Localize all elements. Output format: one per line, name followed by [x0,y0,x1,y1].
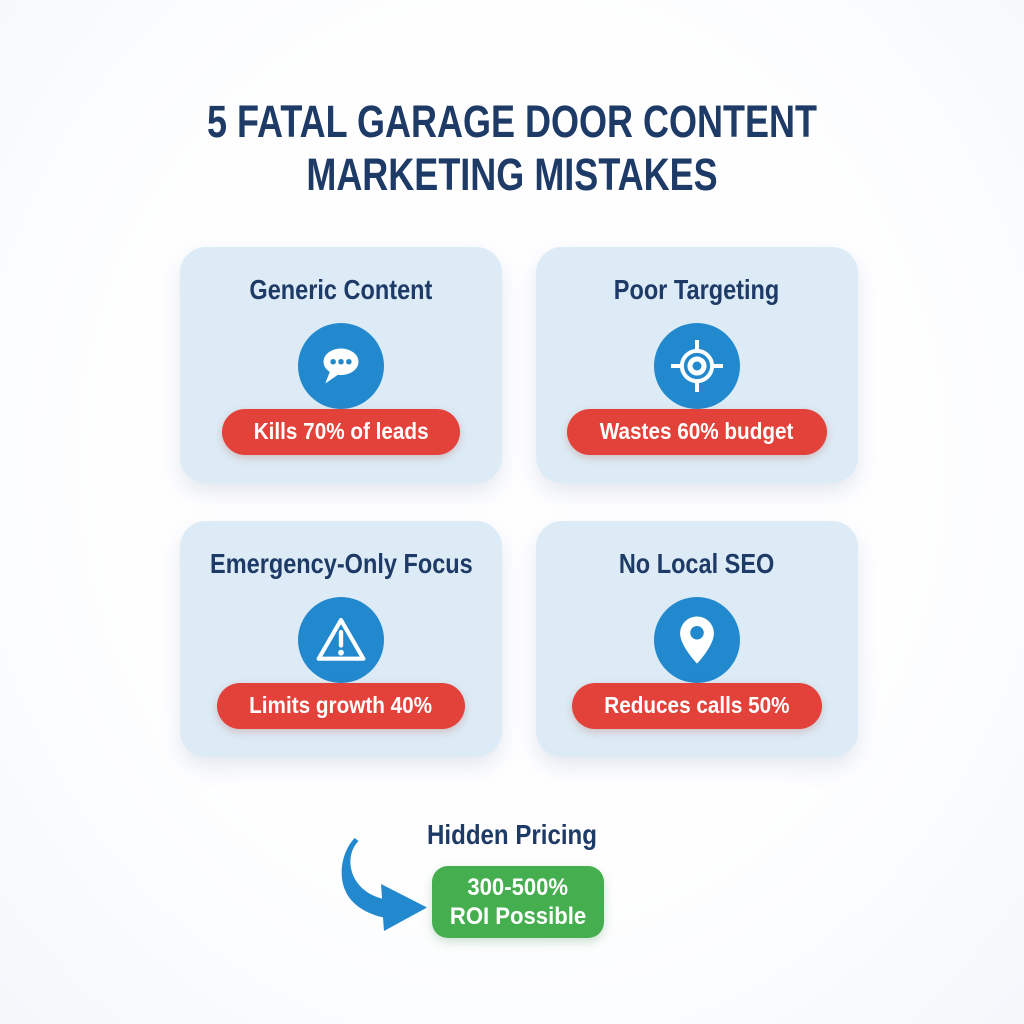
stat-badge-text: Limits growth 40% [249,692,433,718]
stat-badge-text: Kills 70% of leads [253,418,429,444]
card-no-local-seo: No Local SEO Reduces calls 50% [536,521,858,757]
stat-badge-text: Reduces calls 50% [604,692,790,718]
roi-badge-line2: ROI Possible [449,903,587,930]
card-title: Generic Content [249,274,433,305]
stat-badge: Wastes 60% budget [567,409,827,455]
location-pin-icon [654,597,740,683]
card-title: Poor Targeting [614,274,780,305]
page-title: 5 FATAL GARAGE DOOR CONTENT MARKETING MI… [102,96,921,201]
stat-badge: Kills 70% of leads [221,409,461,455]
card-poor-targeting: Poor Targeting Wastes 60% budget [536,247,858,483]
stat-badge: Reduces calls 50% [572,683,822,729]
warning-triangle-icon [298,597,384,683]
target-icon [654,323,740,409]
card-title: Emergency-Only Focus [209,548,473,579]
stat-badge-text: Wastes 60% budget [600,418,794,444]
page-title-line2: MARKETING MISTAKES [306,148,718,200]
card-emergency-only-focus: Emergency-Only Focus Limits growth 40% [180,521,502,757]
card-generic-content: Generic Content Kills 70% of leads [180,247,502,483]
stat-badge: Limits growth 40% [217,683,465,729]
card-title: No Local SEO [619,548,775,579]
roi-badge: 300-500% ROI Possible [432,866,604,938]
roi-badge-line1: 300-500% [467,873,569,901]
page-title-line1: 5 FATAL GARAGE DOOR CONTENT [206,96,818,147]
chat-bubble-icon [298,323,384,409]
curved-arrow-icon [341,838,428,931]
footer-title: Hidden Pricing [427,819,597,850]
